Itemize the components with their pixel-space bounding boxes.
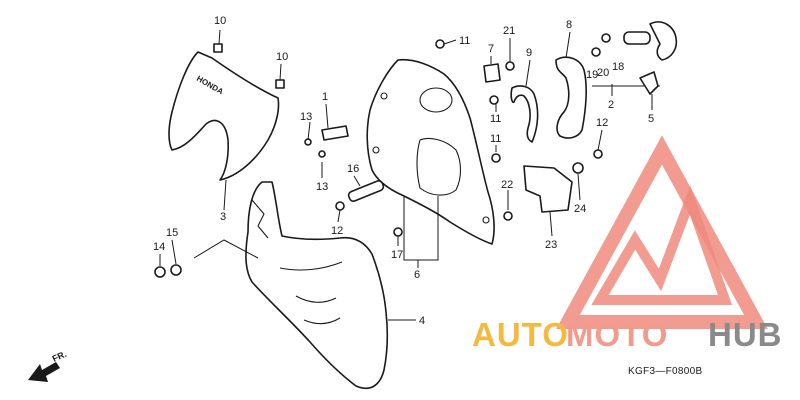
inner-cover-screw-hole-1	[380, 92, 388, 100]
callout-6: 6	[414, 269, 420, 281]
callout-3: 3	[220, 211, 226, 223]
diagram-code: KGF3—F0800B	[628, 366, 702, 377]
callout-13-a: 13	[300, 111, 312, 123]
part-8-lock-cable	[555, 56, 587, 139]
watermark-word-1: AUTO	[472, 316, 569, 353]
washer-20	[601, 33, 611, 43]
screw-11-a	[435, 39, 445, 49]
part-10-nut-1	[213, 43, 223, 53]
screw-22	[503, 211, 513, 221]
callout-20: 20	[597, 67, 609, 79]
part-5-spring	[639, 71, 659, 95]
callout-19: 19	[586, 69, 598, 81]
fasteners	[304, 39, 603, 237]
part-2-key-cylinder-set	[591, 21, 678, 95]
callout-5: 5	[648, 113, 654, 125]
key-cylinder-body	[623, 31, 651, 45]
callout-4: 4	[419, 315, 425, 327]
callout-24: 24	[574, 203, 586, 215]
front-cover-upper-shape	[168, 51, 280, 181]
washer-19	[591, 47, 601, 57]
callout-1: 1	[322, 91, 328, 103]
callout-12-b: 12	[331, 225, 343, 237]
part-3-front-cover-upper: HONDA	[168, 51, 280, 181]
callout-9: 9	[526, 47, 532, 59]
callout-21: 21	[503, 25, 515, 37]
callout-11-a: 11	[459, 35, 470, 47]
screw-11-c	[491, 153, 501, 163]
front-cover-lower-tab	[251, 199, 269, 239]
callout-12-a: 12	[596, 117, 608, 129]
watermark-logo	[556, 135, 768, 329]
callout-14: 14	[153, 241, 165, 253]
part-1-bracket	[321, 125, 349, 141]
callout-11-b: 11	[490, 113, 501, 125]
watermark-wordmark: AUTO MOTO HUB	[472, 316, 783, 353]
front-cover-lower-crease-2	[295, 295, 337, 303]
part-14-bolt	[154, 266, 166, 278]
inner-cover-screw-hole-3	[482, 216, 490, 224]
front-direction-indicator: FR.	[28, 349, 68, 382]
callout-labels: 10 10 11 7 21 9 8 20 19 18 2 5 1 13 13 1…	[153, 15, 654, 327]
front-cover-lower-shape	[245, 181, 389, 390]
leader-lines	[159, 29, 653, 321]
watermark-word-3: HUB	[708, 316, 783, 353]
part-6-inner-cover	[366, 58, 495, 245]
part-10-nut-2	[275, 79, 285, 89]
screw-17	[393, 227, 403, 237]
callout-23: 23	[545, 239, 557, 251]
screw-21	[505, 61, 515, 71]
callout-10-b: 10	[276, 51, 288, 63]
callout-11-c: 11	[490, 133, 501, 145]
screw-13-b	[318, 150, 326, 158]
callout-2: 2	[608, 99, 614, 111]
callout-8: 8	[566, 19, 572, 31]
inner-cover-shape	[366, 58, 495, 245]
front-cover-lower-crease-1	[279, 261, 343, 271]
front-cover-lower-crease-3	[303, 317, 341, 325]
part-16-clip	[347, 180, 385, 202]
lock-cable-shape	[555, 56, 587, 139]
callout-17: 17	[391, 249, 403, 261]
callout-13-b: 13	[316, 181, 328, 193]
part-23-bracket	[523, 165, 573, 213]
watermark-word-2: MOTO	[566, 316, 668, 353]
glove-box-insert	[416, 137, 462, 196]
front-label: FR.	[51, 349, 68, 364]
callout-22: 22	[501, 179, 513, 191]
callout-18: 18	[612, 61, 624, 73]
latch-18	[649, 21, 678, 61]
inner-cover-hole	[419, 87, 453, 113]
callout-16: 16	[347, 163, 359, 175]
callout-7: 7	[488, 43, 494, 55]
inner-cover-screw-hole-2	[372, 146, 380, 154]
part-4-front-cover-lower	[245, 181, 389, 390]
part-15-washer	[170, 264, 182, 276]
part-9-seal-strip	[510, 85, 539, 143]
screw-11-b	[489, 95, 499, 105]
watermark-triangle-outer	[556, 135, 768, 329]
callout-15: 15	[166, 227, 178, 239]
screw-12-left	[335, 201, 345, 211]
front-arrow-icon	[28, 362, 60, 382]
watermark-triangle-inner	[591, 185, 733, 305]
callout-10-a: 10	[214, 15, 226, 27]
part-7-grommet	[483, 63, 501, 83]
bolt-24	[572, 162, 584, 174]
screw-12-right	[593, 149, 603, 159]
